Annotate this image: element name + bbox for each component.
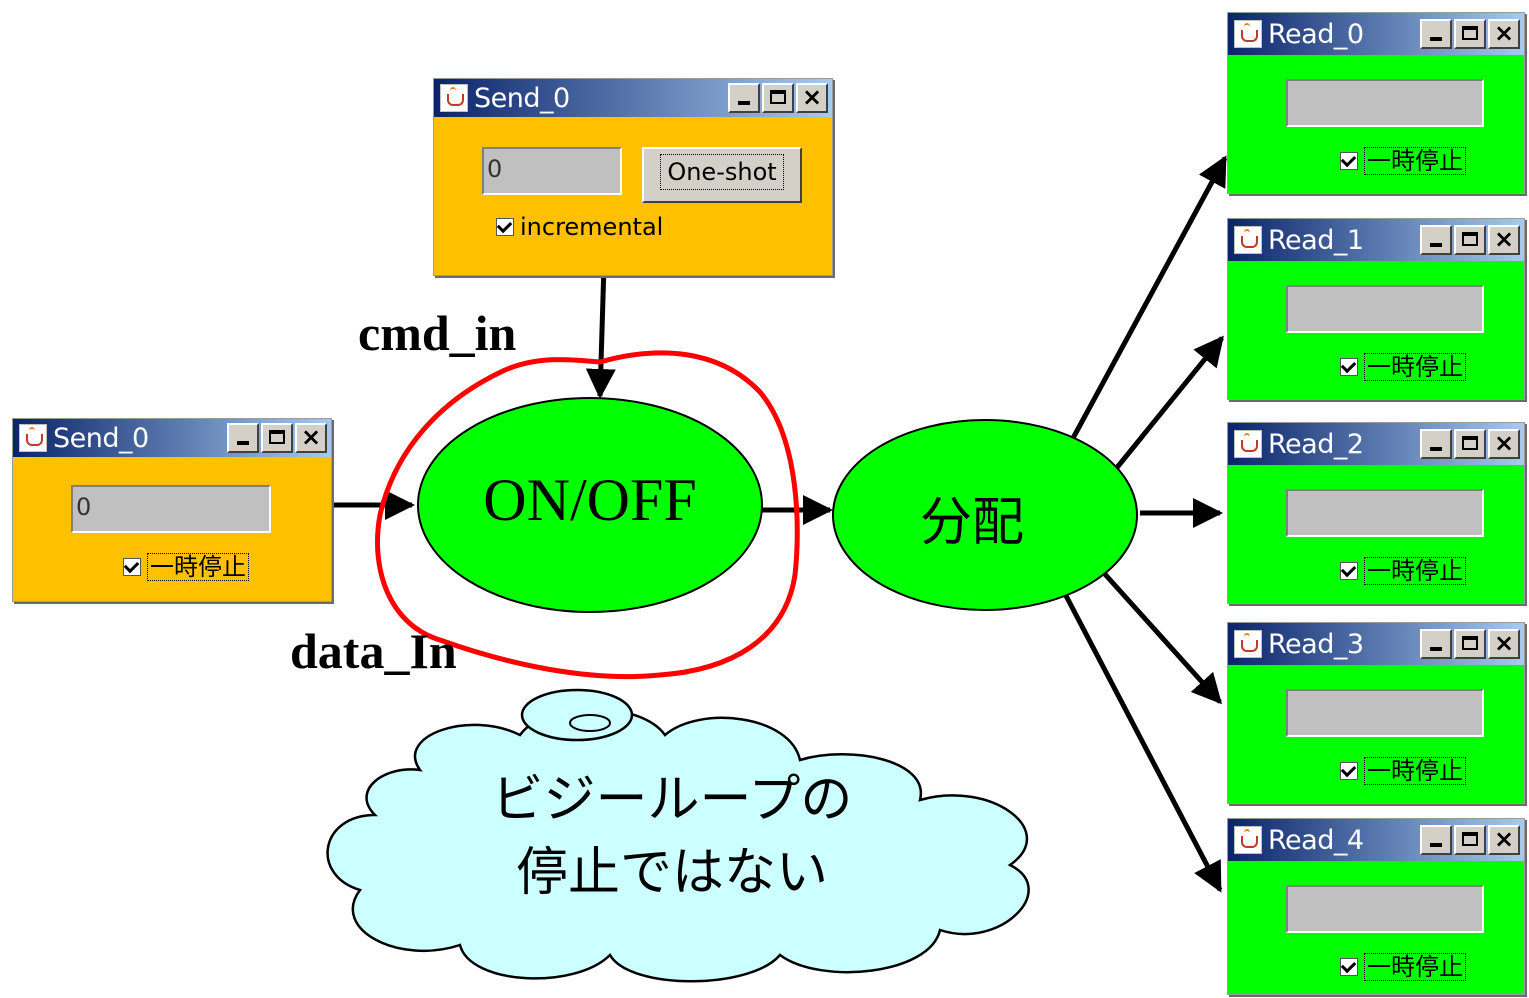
callout-line-2: 停止ではない [516, 843, 828, 903]
incremental-checkbox[interactable] [496, 218, 514, 236]
one-shot-button-label: One-shot [660, 154, 784, 190]
arrow-to-read-4 [1060, 588, 1223, 893]
incremental-label: incremental [520, 213, 664, 241]
pause-label: 一時停止 [147, 553, 249, 581]
pause-label: 一時停止 [1364, 557, 1466, 585]
read-value-field[interactable] [1286, 885, 1484, 933]
one-shot-button[interactable]: One-shot [642, 147, 802, 203]
close-icon[interactable]: × [1488, 225, 1520, 255]
read-window-3: Read_3 × 一時停止 [1227, 622, 1525, 804]
send-window-top-titlebar[interactable]: Send_0 × [434, 79, 832, 117]
maximize-icon[interactable] [762, 83, 794, 113]
java-app-icon [1234, 630, 1262, 658]
send-value-field[interactable]: 0 [71, 485, 271, 533]
read-window-titlebar[interactable]: Read_2 × [1228, 423, 1524, 465]
pause-label: 一時停止 [1364, 147, 1466, 175]
arrow-to-read-3 [1101, 570, 1223, 705]
pause-label: 一時停止 [1364, 953, 1466, 981]
minimize-icon[interactable] [728, 83, 760, 113]
pause-checkbox[interactable] [1340, 562, 1358, 580]
arrow-cmd-in [585, 264, 616, 399]
read-value-field[interactable] [1286, 689, 1484, 737]
callout-line-1: ビジーループの [492, 770, 853, 830]
java-app-icon [1234, 226, 1262, 254]
read-window-1: Read_1 × 一時停止 [1227, 218, 1525, 400]
data-in-label: data_In [290, 623, 457, 679]
pause-checkbox[interactable] [1340, 358, 1358, 376]
window-title: Read_2 [1268, 428, 1364, 460]
send-window-left: Send_0 × 0 一時停止 [12, 418, 332, 602]
onoff-node [417, 397, 763, 613]
send-value-field[interactable]: 0 [482, 147, 622, 195]
maximize-icon[interactable] [1454, 429, 1486, 459]
pause-checkbox[interactable] [1340, 958, 1358, 976]
minimize-icon[interactable] [1420, 825, 1452, 855]
read-value-field[interactable] [1286, 285, 1484, 333]
close-icon[interactable]: × [1488, 429, 1520, 459]
window-title: Send_0 [474, 82, 570, 114]
pause-label: 一時停止 [1364, 353, 1466, 381]
connector-arrows [332, 155, 1228, 893]
maximize-icon[interactable] [1454, 629, 1486, 659]
window-title: Read_0 [1268, 18, 1364, 50]
cmd-in-label: cmd_in [358, 305, 517, 361]
minimize-icon[interactable] [1420, 629, 1452, 659]
java-app-icon [440, 84, 468, 112]
read-value-field[interactable] [1286, 79, 1484, 127]
read-window-0: Read_0 × 一時停止 [1227, 12, 1525, 194]
java-app-icon [1234, 20, 1262, 48]
close-icon[interactable]: × [1488, 629, 1520, 659]
pause-label: 一時停止 [1364, 757, 1466, 785]
read-window-titlebar[interactable]: Read_1 × [1228, 219, 1524, 261]
minimize-icon[interactable] [1420, 19, 1452, 49]
highlight-circle [375, 350, 800, 680]
close-icon[interactable]: × [1488, 825, 1520, 855]
read-window-titlebar[interactable]: Read_3 × [1228, 623, 1524, 665]
cloud-callout: ビジーループの 停止ではない [326, 688, 1030, 983]
minimize-icon[interactable] [1420, 429, 1452, 459]
window-title: Read_3 [1268, 628, 1364, 660]
onoff-node-label: ON/OFF [483, 467, 696, 533]
java-app-icon [19, 424, 47, 452]
arrow-to-read-1 [1113, 335, 1224, 472]
window-title: Read_4 [1268, 824, 1364, 856]
minimize-icon[interactable] [1420, 225, 1452, 255]
arrow-to-read-0 [1069, 155, 1228, 442]
read-window-4: Read_4 × 一時停止 [1227, 818, 1525, 995]
java-app-icon [1234, 430, 1262, 458]
maximize-icon[interactable] [1454, 19, 1486, 49]
maximize-icon[interactable] [1454, 225, 1486, 255]
read-window-2: Read_2 × 一時停止 [1227, 422, 1525, 604]
minimize-icon[interactable] [227, 423, 259, 453]
pause-checkbox[interactable] [123, 558, 141, 576]
send-window-left-titlebar[interactable]: Send_0 × [13, 419, 331, 457]
maximize-icon[interactable] [1454, 825, 1486, 855]
maximize-icon[interactable] [261, 423, 293, 453]
close-icon[interactable]: × [796, 83, 828, 113]
read-value-field[interactable] [1286, 489, 1484, 537]
close-icon[interactable]: × [1488, 19, 1520, 49]
close-icon[interactable]: × [295, 423, 327, 453]
read-window-titlebar[interactable]: Read_0 × [1228, 13, 1524, 55]
distribute-node [832, 419, 1138, 611]
window-title: Send_0 [53, 422, 149, 454]
pause-checkbox[interactable] [1340, 762, 1358, 780]
send-window-top: Send_0 × 0 One-shot incremental [433, 78, 833, 276]
pause-checkbox[interactable] [1340, 152, 1358, 170]
read-window-titlebar[interactable]: Read_4 × [1228, 819, 1524, 861]
distribute-node-label: 分配 [920, 493, 1024, 553]
java-app-icon [1234, 826, 1262, 854]
window-title: Read_1 [1268, 224, 1364, 256]
